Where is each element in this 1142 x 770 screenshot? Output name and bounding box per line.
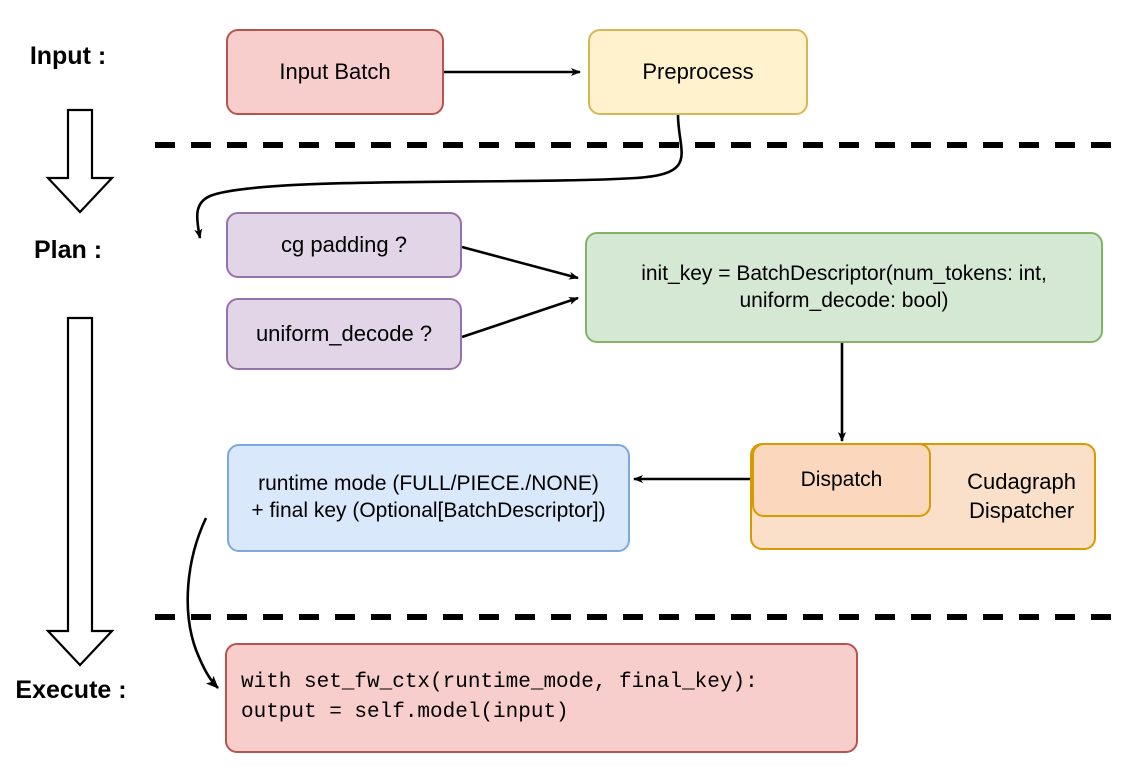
node-input-batch[interactable]: Input Batch [226, 29, 444, 115]
node-init-key[interactable]: init_key = BatchDescriptor(num_tokens: i… [585, 232, 1103, 343]
node-execute-code[interactable]: with set_fw_ctx(runtime_mode, final_key)… [225, 643, 858, 753]
node-dispatch[interactable]: Dispatch [752, 443, 931, 517]
stage-label-input: Input : [29, 42, 107, 70]
uniform-decode-to-init-key-connector [461, 296, 579, 339]
stage-label-plan: Plan : [33, 236, 103, 264]
node-preprocess[interactable]: Preprocess [588, 29, 808, 115]
node-runtime-mode[interactable]: runtime mode (FULL/PIECE./NONE) + final … [227, 444, 630, 552]
plan-to-execute-arrow [45, 316, 115, 667]
runtime-mode-to-execute-code-connector [186, 517, 219, 689]
cg-padding-to-init-key-connector [461, 245, 579, 280]
stage-label-execute: Execute : [15, 676, 127, 704]
input-to-plan-arrow [45, 108, 115, 214]
node-cg-padding[interactable]: cg padding ? [226, 212, 462, 278]
node-uniform-decode[interactable]: uniform_decode ? [226, 298, 462, 370]
